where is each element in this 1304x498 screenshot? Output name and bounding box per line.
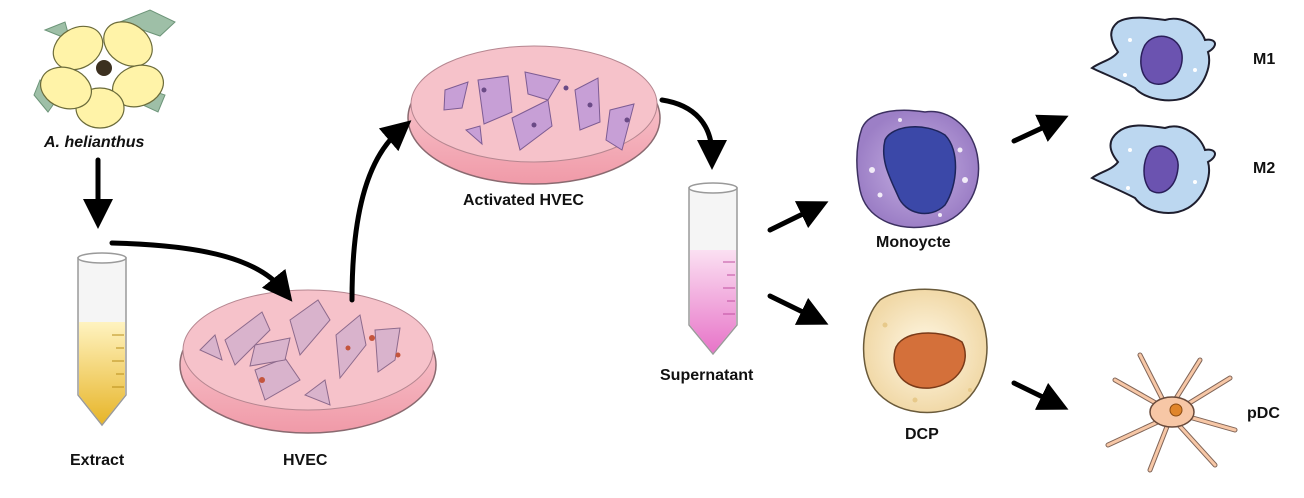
arrow-hvec-to-activated <box>349 120 412 303</box>
label-pdc: pDC <box>1247 405 1280 422</box>
arrow-supernatant-to-monocyte <box>767 201 829 233</box>
m1-macrophage <box>1090 16 1216 102</box>
hvec-dish <box>179 289 437 434</box>
extract-tube <box>77 252 127 427</box>
label-plant: A. helianthus <box>44 134 145 151</box>
m2-macrophage <box>1090 124 1216 214</box>
arrow-extract-to-hvec <box>109 240 293 302</box>
supernatant-tube <box>688 182 738 356</box>
label-m2: M2 <box>1253 160 1276 177</box>
label-monocyte: Monoycte <box>876 234 951 251</box>
flower-petals <box>40 21 164 129</box>
hvec-cells <box>199 299 401 406</box>
monocyte-cell <box>856 109 980 228</box>
pdc-cell <box>1105 352 1238 473</box>
label-extract: Extract <box>70 452 125 469</box>
label-supernatant: Supernatant <box>660 367 754 384</box>
label-activated-hvec: Activated HVEC <box>463 192 584 209</box>
arrow-dcp-to-pdc <box>1011 380 1069 410</box>
dcp-cell <box>862 288 988 414</box>
label-hvec: HVEC <box>283 452 328 469</box>
arrow-activated-to-supernatant <box>659 97 727 170</box>
label-m1: M1 <box>1253 51 1276 68</box>
label-dcp: DCP <box>905 426 939 443</box>
flower-illustration <box>33 9 176 129</box>
flower-center <box>96 60 112 76</box>
flow-arrows <box>83 97 1069 410</box>
activated-hvec-cells <box>443 71 635 151</box>
arrow-supernatant-to-dcp <box>767 293 829 325</box>
arrow-monocyte-to-macrophage <box>1011 114 1069 144</box>
activated-hvec-dish <box>407 45 661 185</box>
